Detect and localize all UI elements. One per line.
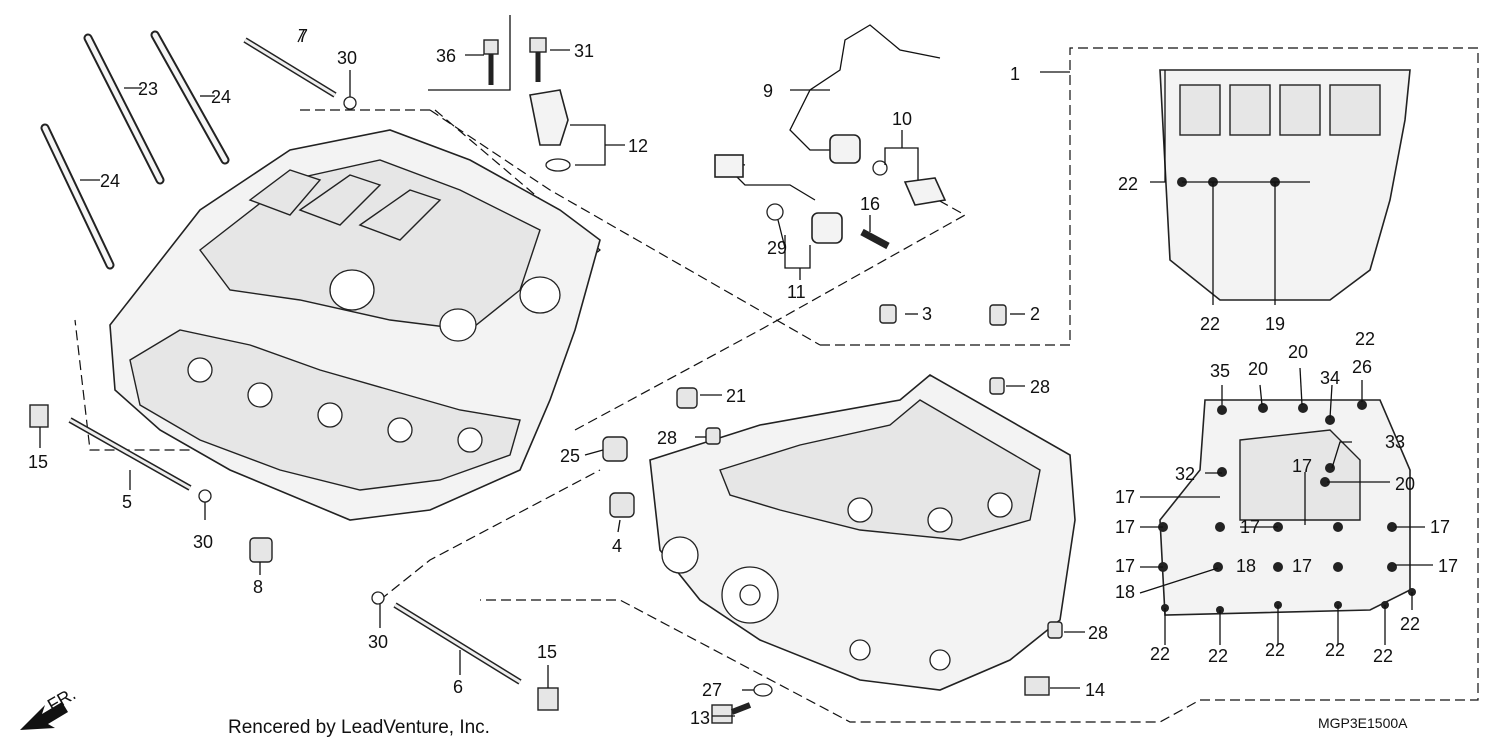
label-24a: 24 xyxy=(211,87,231,107)
label-30a: 30 xyxy=(337,48,357,68)
label-9: 9 xyxy=(763,81,773,101)
label-36: 36 xyxy=(436,46,456,66)
label-2: 2 xyxy=(1030,304,1040,324)
leader-lines xyxy=(39,29,1433,717)
label-20b: 20 xyxy=(1288,342,1308,362)
label-28a: 28 xyxy=(1030,377,1050,397)
label-35: 35 xyxy=(1210,361,1230,381)
label-32: 32 xyxy=(1175,464,1195,484)
label-27: 27 xyxy=(702,680,722,700)
bolt-dots xyxy=(1158,400,1416,614)
label-24b: 24 xyxy=(100,171,120,191)
lower-crankcase xyxy=(649,374,1076,691)
upper-case-bolt-view xyxy=(1159,69,1411,301)
label-22f: 22 xyxy=(1265,640,1285,660)
label-33: 33 xyxy=(1385,432,1405,452)
label-13: 13 xyxy=(690,708,710,728)
lower-case-bolt-view xyxy=(1158,399,1416,616)
label-17e: 17 xyxy=(1430,517,1450,537)
label-17b: 17 xyxy=(1115,487,1135,507)
label-17h: 17 xyxy=(1438,556,1458,576)
label-5: 5 xyxy=(122,492,132,512)
label-11: 11 xyxy=(787,282,806,302)
label-17c: 17 xyxy=(1115,517,1135,537)
label-18b: 18 xyxy=(1115,582,1135,602)
label-30b: 30 xyxy=(193,532,213,552)
label-17d: 17 xyxy=(1240,517,1260,537)
label-34: 34 xyxy=(1320,368,1340,388)
label-26: 26 xyxy=(1352,357,1372,377)
label-22i: 22 xyxy=(1400,614,1420,634)
label-23: 23 xyxy=(138,79,158,99)
label-4: 4 xyxy=(612,536,622,556)
label-19: 19 xyxy=(1265,314,1285,334)
label-22d: 22 xyxy=(1150,644,1170,664)
label-28b: 28 xyxy=(657,428,677,448)
label-10: 10 xyxy=(892,109,912,129)
label-28c: 28 xyxy=(1088,623,1108,643)
label-22a: 22 xyxy=(1118,174,1138,194)
label-17a: 17 xyxy=(1292,456,1312,476)
label-17g: 17 xyxy=(1292,556,1312,576)
label-22c: 22 xyxy=(1355,329,1375,349)
label-1: 1 xyxy=(1010,64,1020,84)
label-18a: 18 xyxy=(1236,556,1256,576)
label-22h: 22 xyxy=(1373,646,1393,666)
label-15b: 15 xyxy=(537,642,557,662)
label-21: 21 xyxy=(726,386,746,406)
front-arrow: FR. xyxy=(20,684,79,730)
label-29: 29 xyxy=(767,238,787,258)
label-6: 6 xyxy=(453,677,463,697)
label-14: 14 xyxy=(1085,680,1105,700)
label-22e: 22 xyxy=(1208,646,1228,666)
label-8: 8 xyxy=(253,577,263,597)
label-12: 12 xyxy=(628,136,648,156)
credit-text: Rencered by LeadVenture, Inc. xyxy=(228,717,490,738)
label-22g: 22 xyxy=(1325,640,1345,660)
label-31: 31 xyxy=(574,41,594,61)
label-17f: 17 xyxy=(1115,556,1135,576)
label-15a: 15 xyxy=(28,452,48,472)
stud-bolts xyxy=(40,30,230,270)
label-20a: 20 xyxy=(1248,359,1268,379)
label-3: 3 xyxy=(922,304,932,324)
diagram-code: MGP3E1500A xyxy=(1318,715,1408,731)
upper-crankcase xyxy=(109,129,601,521)
label-30c: 30 xyxy=(368,632,388,652)
label-16: 16 xyxy=(860,194,880,214)
part-number-labels: 1 2 3 4 5 6 7 8 9 10 11 12 13 14 15 15 1… xyxy=(28,26,1458,728)
label-7: 7 xyxy=(298,26,308,46)
label-22b: 22 xyxy=(1200,314,1220,334)
label-20c: 20 xyxy=(1395,474,1415,494)
label-25: 25 xyxy=(560,446,580,466)
